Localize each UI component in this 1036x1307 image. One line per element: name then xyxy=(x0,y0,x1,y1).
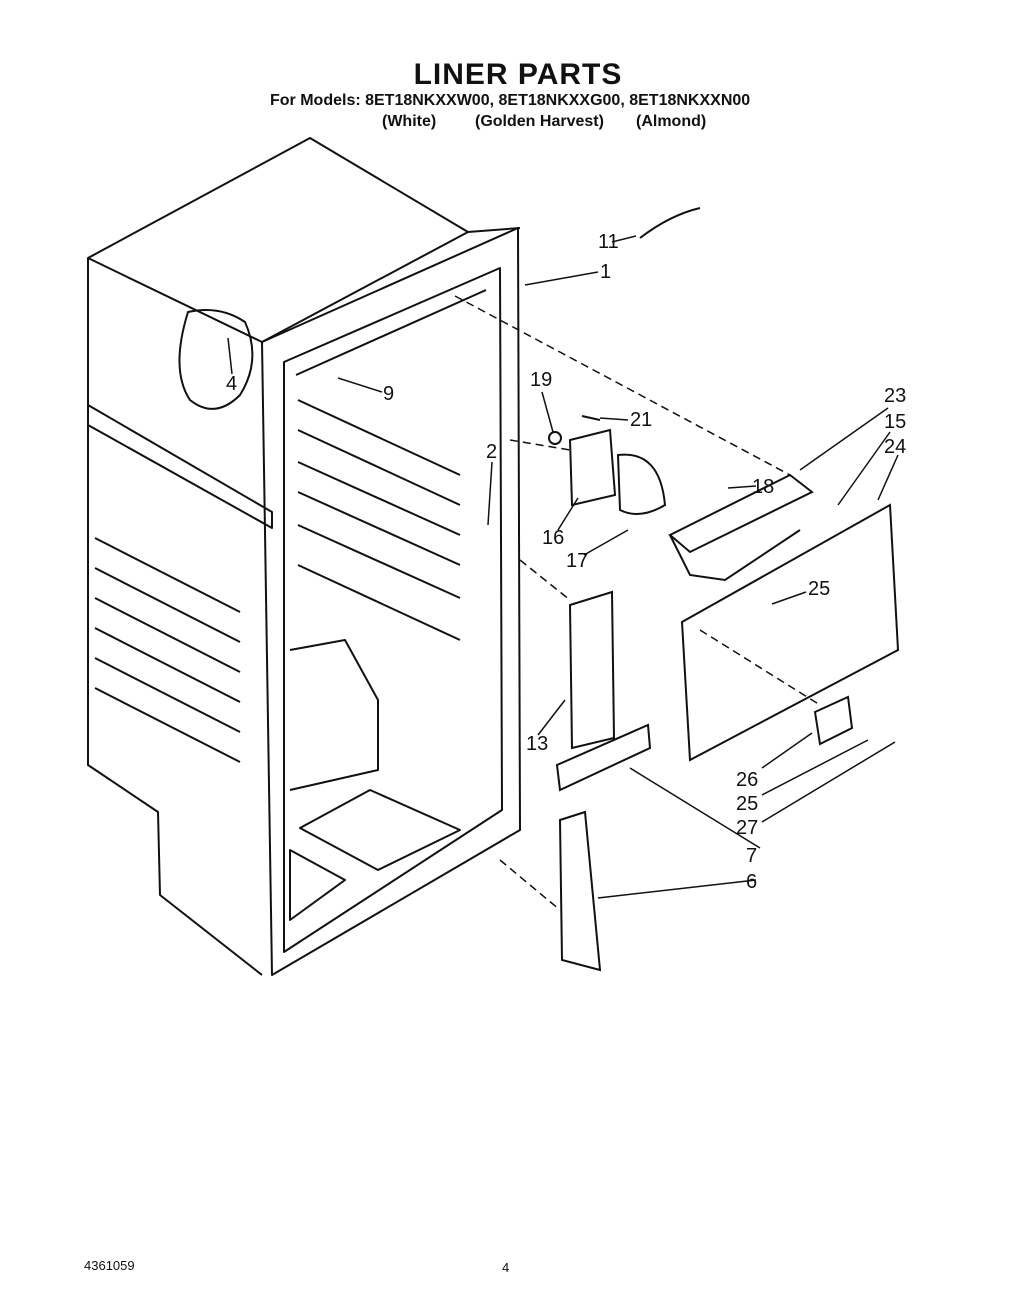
models-line: For Models: 8ET18NKXXW00, 8ET18NKXXG00, … xyxy=(270,92,751,109)
leader-21 xyxy=(599,417,629,421)
callout-6: 6 xyxy=(746,871,757,893)
callout-23: 23 xyxy=(884,385,906,407)
leader-lines xyxy=(227,235,899,899)
leader-4 xyxy=(227,337,233,375)
parts-outline xyxy=(548,207,900,972)
callout-25-upper: 25 xyxy=(808,578,830,600)
page-number: 4 xyxy=(502,1260,510,1275)
callout-16: 16 xyxy=(542,527,564,549)
leader-6 xyxy=(597,879,757,899)
page-title: LINER PARTS xyxy=(413,58,623,91)
leader-7 xyxy=(629,767,761,849)
leader-17 xyxy=(583,529,629,556)
callout-13: 13 xyxy=(526,733,548,755)
assembly-dashed-lines xyxy=(454,295,821,911)
leader-27 xyxy=(761,741,896,823)
leader-1 xyxy=(524,271,599,286)
callout-7: 7 xyxy=(746,845,757,867)
callout-9: 9 xyxy=(383,383,394,405)
callout-26: 26 xyxy=(736,769,758,791)
leader-24 xyxy=(877,454,899,501)
leader-18 xyxy=(727,485,757,489)
callout-25-lower: 25 xyxy=(736,793,758,815)
document-number: 4361059 xyxy=(84,1258,135,1273)
leader-2 xyxy=(487,461,493,526)
leader-11 xyxy=(611,235,637,243)
callout-17: 17 xyxy=(566,550,588,572)
color-white: (White) xyxy=(382,113,437,130)
cabinet-outline xyxy=(87,137,521,976)
leader-23 xyxy=(799,407,889,471)
callout-15: 15 xyxy=(884,411,906,433)
callout-18: 18 xyxy=(752,476,774,498)
callout-2: 2 xyxy=(486,441,497,463)
leader-26 xyxy=(761,732,813,769)
leader-9 xyxy=(337,377,383,393)
leader-25-upper xyxy=(771,591,807,605)
color-golden-harvest: (Golden Harvest) xyxy=(475,113,604,130)
callout-21: 21 xyxy=(630,409,652,431)
leader-19 xyxy=(541,391,554,433)
callout-4: 4 xyxy=(226,373,237,395)
leader-16 xyxy=(557,497,579,531)
callout-11: 11 xyxy=(598,231,619,253)
leader-25-lower xyxy=(761,739,869,796)
color-almond: (Almond) xyxy=(636,113,707,130)
callout-19: 19 xyxy=(530,369,552,391)
callout-labels: 11 1 4 9 19 21 23 15 24 2 18 16 17 25 13… xyxy=(226,231,906,893)
callout-27: 27 xyxy=(736,817,758,839)
leader-13 xyxy=(537,699,566,736)
callout-1: 1 xyxy=(600,261,611,283)
leader-15 xyxy=(837,431,891,506)
callout-24: 24 xyxy=(884,436,906,458)
